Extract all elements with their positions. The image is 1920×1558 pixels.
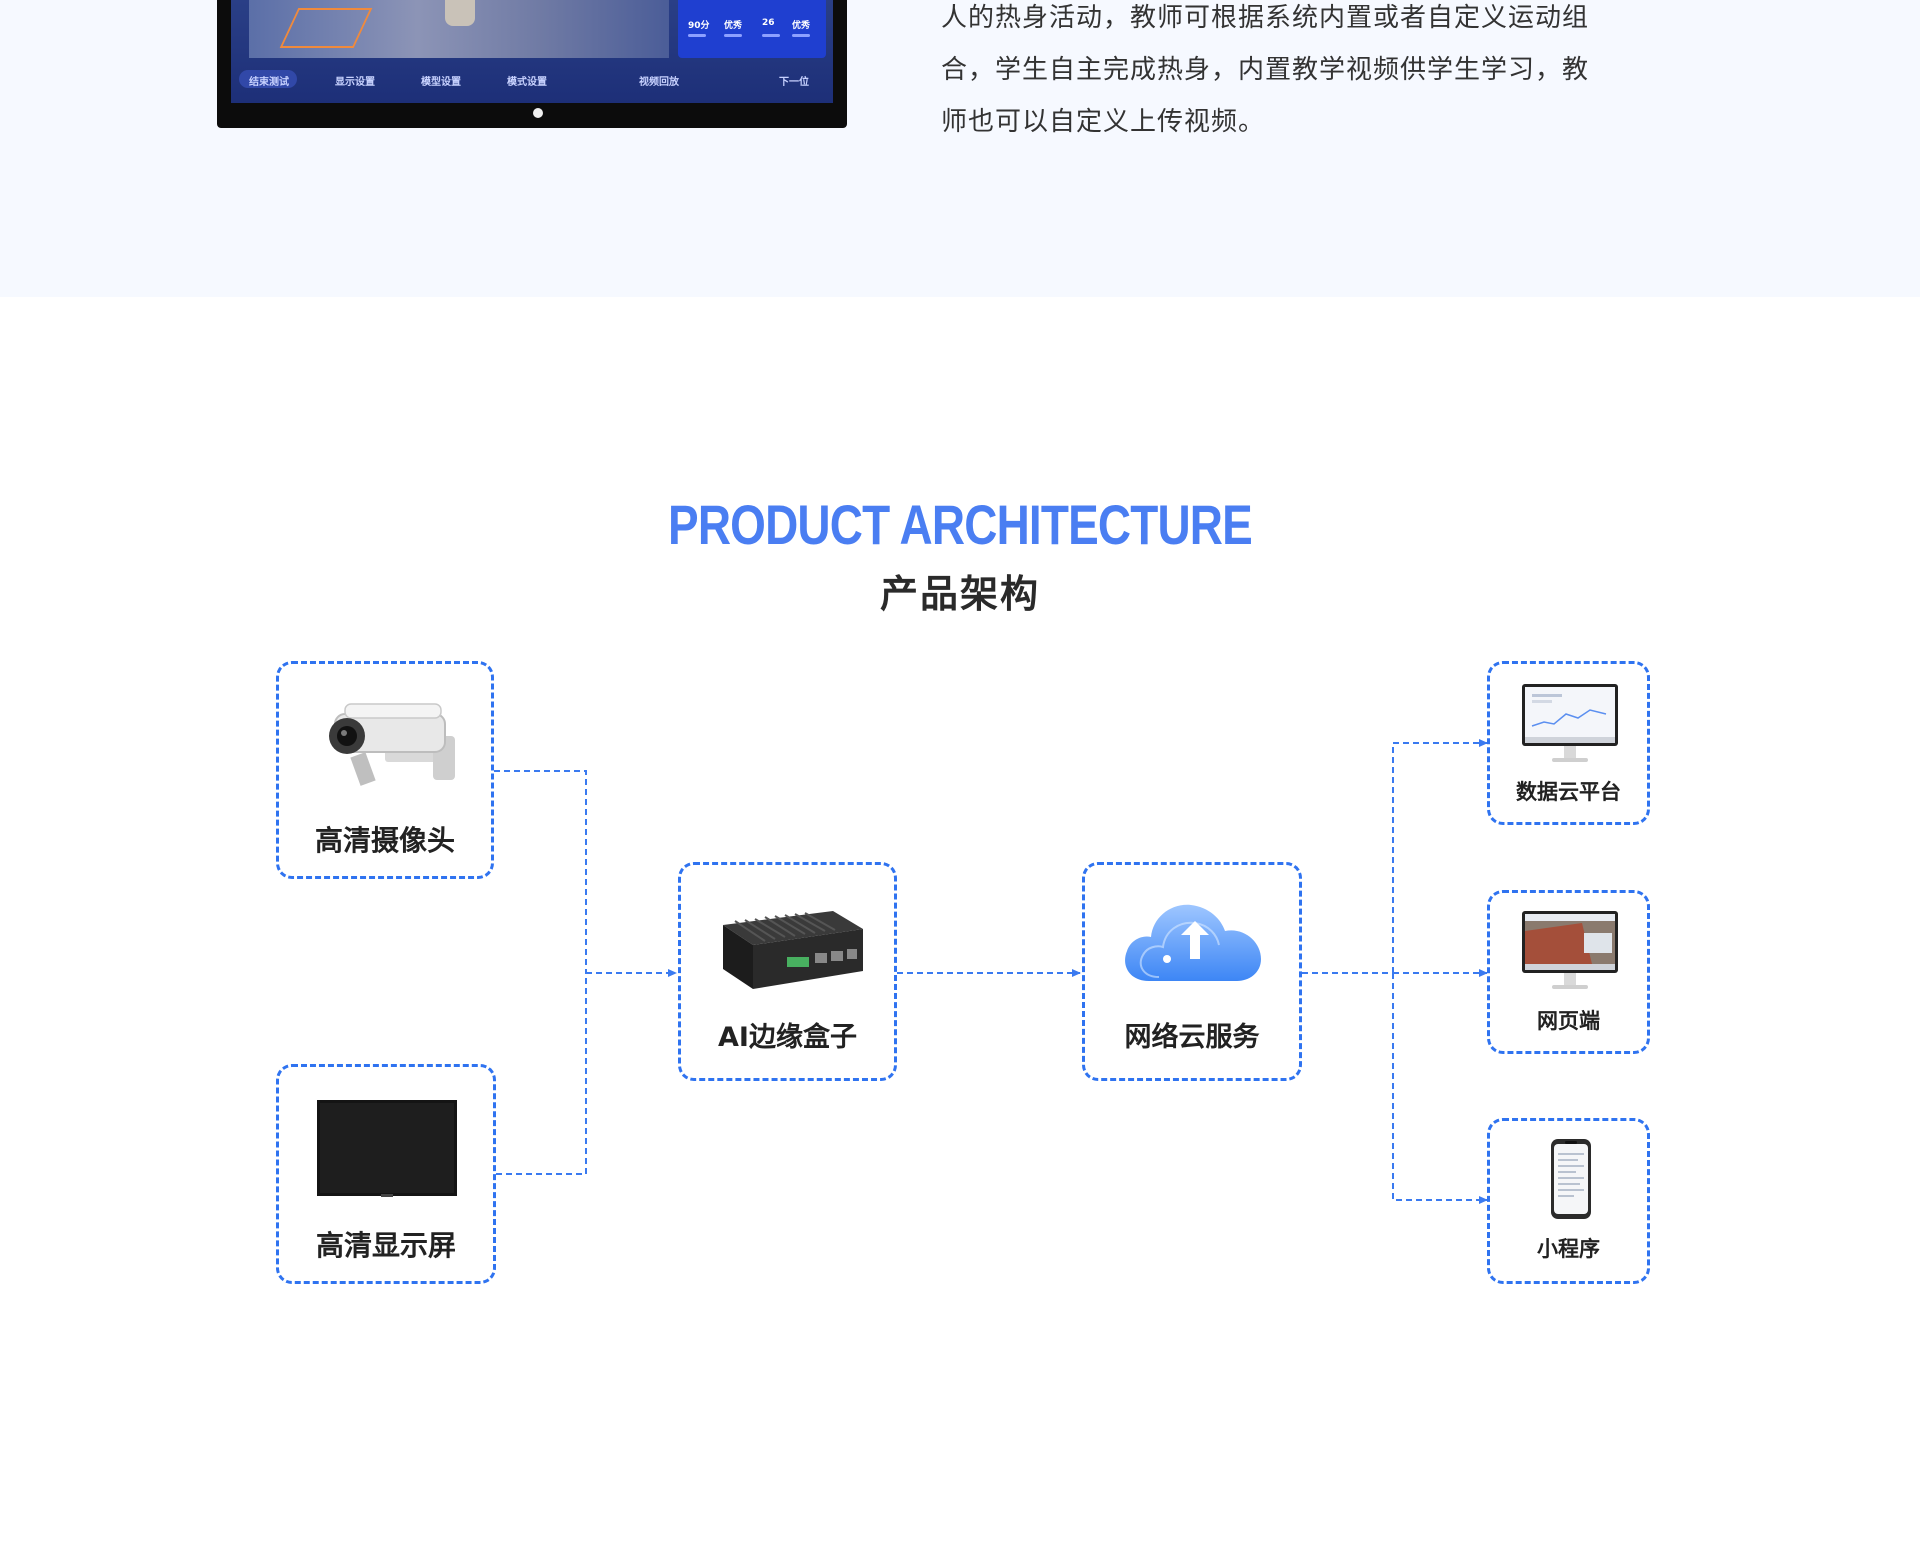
connector-to-data-platform [1392,739,1488,973]
node-label: 数据云平台 [1516,780,1621,804]
score-grade-2: 优秀 [792,21,811,31]
score-grade: 优秀 [724,21,743,31]
connector-display [496,973,587,1175]
node-label: AI边缘盒子 [718,1022,857,1053]
smartphone-icon [1551,1139,1591,1223]
display-screen-icon [317,1100,457,1202]
section-title-en: PRODUCT ARCHITECTURE [668,493,1253,556]
screen-control-bar: 结束测试 显示设置 模型设置 模式设置 视频回放 下一位 [231,68,833,90]
model-settings-button: 模型设置 [421,77,461,88]
node-data-platform: 数据云平台 [1487,661,1650,825]
court-scene [249,0,669,58]
edge-box-icon [711,899,869,999]
end-test-button: 结束测试 [249,77,289,88]
description-line: 人的热身活动，教师可根据系统内置或者自定义运动组 [941,3,1590,33]
security-camera-icon [315,696,465,800]
cloud-upload-icon [1119,889,1269,993]
node-camera: 高清摄像头 [276,661,494,879]
score-value: 90分 [688,21,710,31]
node-label: 高清摄像头 [314,824,455,857]
node-web: 网页端 [1487,890,1650,1054]
score-sub-bar [792,34,810,37]
desktop-monitor-icon [1522,911,1618,997]
score-panel: 90分 优秀 26 优秀 [678,0,826,58]
node-edge-box: AI边缘盒子 [678,862,897,1081]
node-label: 网页端 [1537,1009,1600,1033]
node-label: 小程序 [1537,1237,1600,1261]
feature-description: 人的热身活动，教师可根据系统内置或者自定义运动组 合，学生自主完成热身，内置教学… [941,0,1641,148]
student-figure [445,0,475,26]
node-display: 高清显示屏 [276,1064,496,1284]
node-cloud: 网络云服务 [1082,862,1302,1081]
next-button: 下一位 [779,77,809,88]
display-settings-button: 显示设置 [335,77,375,88]
display-screen: 90分 优秀 26 优秀 结束测试 显示设置 模型设置 模式设置 视频回放 下一… [231,0,833,103]
score-sub-bar [724,34,742,37]
node-label: 网络云服务 [1124,1022,1260,1053]
score-sub-bar [762,34,780,37]
mode-settings-button: 模式设置 [507,77,547,88]
section-title-cn: 产品架构 [879,572,1040,616]
score-sub-bar [688,34,706,37]
score-count: 26 [762,18,775,28]
carousel-dot[interactable] [533,108,543,118]
description-line: 合，学生自主完成热身，内置教学视频供学生学习，教 [941,55,1590,85]
classroom-display-image: 90分 优秀 26 优秀 结束测试 显示设置 模型设置 模式设置 视频回放 下一… [217,0,847,128]
end-test-pill [239,70,297,88]
video-replay-button: 视频回放 [639,77,679,88]
node-label: 高清显示屏 [315,1229,456,1262]
connector-to-mini-program [1392,973,1488,1204]
node-mini-program: 小程序 [1487,1118,1650,1284]
description-line: 师也可以自定义上传视频。 [941,107,1266,137]
connector-camera [494,770,587,973]
desktop-monitor-icon [1522,684,1618,770]
